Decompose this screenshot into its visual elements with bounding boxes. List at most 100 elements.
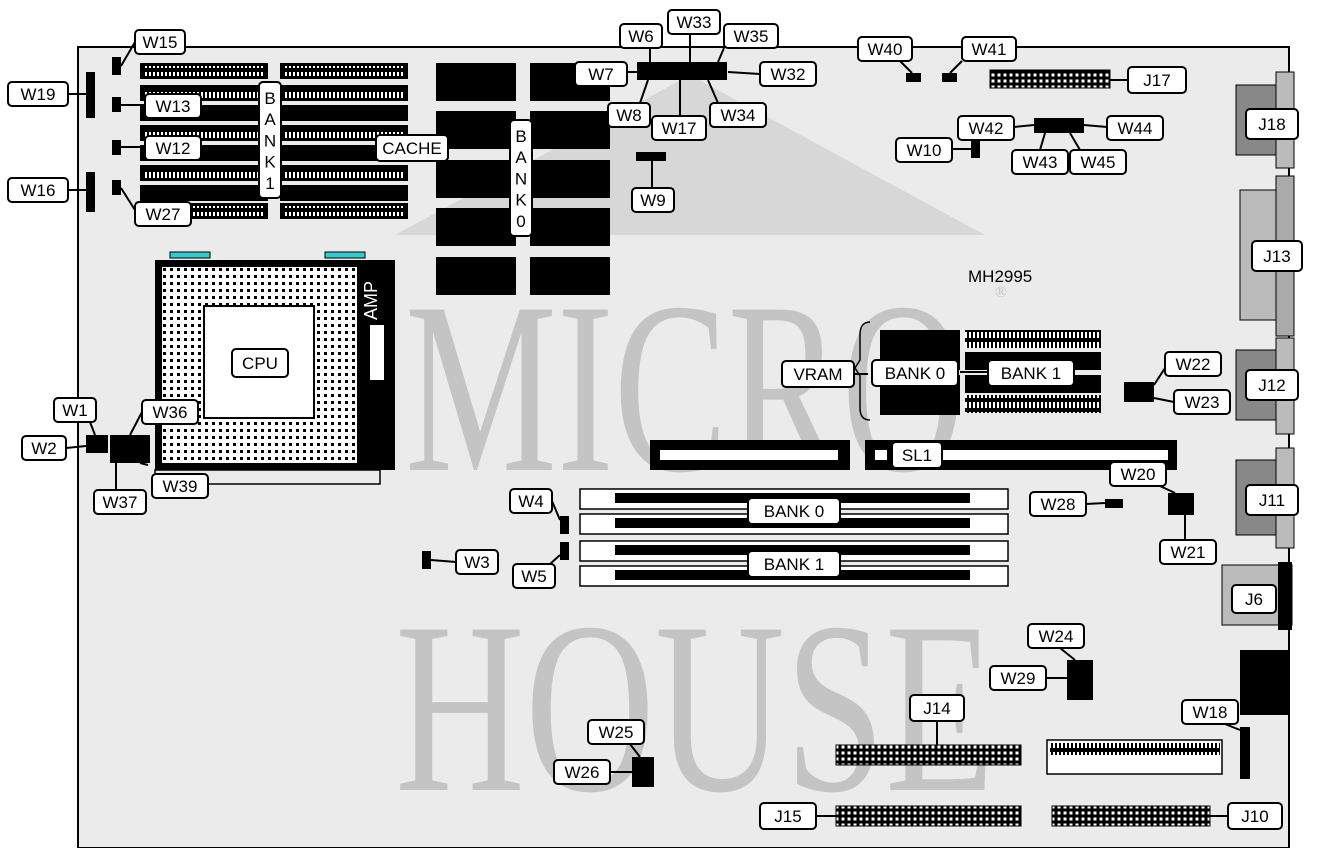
label-w39-text: W39 xyxy=(163,477,198,496)
label-cache-bank1-letter: B xyxy=(264,89,275,108)
label-w23-text: W23 xyxy=(1185,393,1220,412)
label-w23: W23 xyxy=(1173,389,1231,415)
label-w27: W27 xyxy=(134,201,192,227)
label-w12: W12 xyxy=(144,135,202,161)
label-w10: W10 xyxy=(895,137,953,163)
label-cache-text: CACHE xyxy=(382,139,442,158)
label-w4-text: W4 xyxy=(518,492,544,511)
label-j15-text: J15 xyxy=(774,807,801,826)
label-w20-text: W20 xyxy=(1121,465,1156,484)
label-w28-text: W28 xyxy=(1041,495,1076,514)
label-j14: J14 xyxy=(909,694,965,722)
label-cache-bank0-letter: K xyxy=(515,191,527,210)
label-sl1-text: SL1 xyxy=(902,446,932,465)
label-w23-leader xyxy=(1153,397,1175,403)
label-w43-leader xyxy=(1039,132,1046,151)
label-w43: W43 xyxy=(1011,149,1069,175)
label-w8: W8 xyxy=(607,102,651,128)
label-w41-leader xyxy=(949,60,963,74)
label-w45-text: W45 xyxy=(1081,153,1116,172)
label-cache-bank0-letter: B xyxy=(515,127,526,146)
label-w1-text: W1 xyxy=(62,401,88,420)
label-w22-leader xyxy=(1153,367,1166,386)
label-simm-bank0: BANK 0 xyxy=(747,497,841,525)
label-w2: W2 xyxy=(21,435,67,461)
label-w26-text: W26 xyxy=(565,763,600,782)
label-cache-bank1-letter: N xyxy=(264,131,276,150)
label-w41-text: W41 xyxy=(972,40,1007,59)
label-w26: W26 xyxy=(553,759,611,785)
label-w7: W7 xyxy=(574,61,628,87)
label-w25: W25 xyxy=(587,719,645,745)
label-w41: W41 xyxy=(961,36,1017,62)
label-w13: W13 xyxy=(144,93,202,119)
label-j15: J15 xyxy=(759,802,817,830)
label-j6-text: J6 xyxy=(1245,590,1263,609)
label-w15: W15 xyxy=(134,29,186,55)
label-w27-text: W27 xyxy=(146,205,181,224)
label-w36: W36 xyxy=(141,399,199,425)
label-w24: W24 xyxy=(1027,623,1085,649)
label-w4: W4 xyxy=(509,488,553,514)
label-simm-bank1-text: BANK 1 xyxy=(764,555,824,574)
label-w19-text: W19 xyxy=(21,85,56,104)
label-w42-leader xyxy=(1013,124,1035,128)
label-w1-leader xyxy=(89,421,96,436)
label-j11: J11 xyxy=(1245,484,1299,516)
label-w39: W39 xyxy=(151,473,209,499)
label-w2-leader xyxy=(65,445,87,449)
label-w3-leader xyxy=(430,559,457,563)
label-w35: W35 xyxy=(723,23,779,49)
board-model: MH2995 xyxy=(968,267,1032,286)
label-w34: W34 xyxy=(709,102,767,128)
label-w18: W18 xyxy=(1181,699,1239,725)
label-w44-leader xyxy=(1083,124,1108,128)
label-w22-text: W22 xyxy=(1176,355,1211,374)
label-j10: J10 xyxy=(1227,802,1283,830)
label-j6: J6 xyxy=(1231,584,1277,614)
label-w33: W33 xyxy=(667,9,721,35)
label-w21-text: W21 xyxy=(1171,543,1206,562)
label-w45-leader xyxy=(1069,132,1081,151)
label-w8-text: W8 xyxy=(616,106,642,125)
label-w13-text: W13 xyxy=(156,97,191,116)
label-w45: W45 xyxy=(1069,149,1127,175)
label-w6: W6 xyxy=(619,23,663,49)
label-w33-text: W33 xyxy=(677,13,712,32)
cache-sram-block xyxy=(140,63,408,219)
label-w2-text: W2 xyxy=(31,439,57,458)
watermark-micro: MICRO xyxy=(405,252,965,523)
label-w34-leader xyxy=(707,79,719,104)
label-w3-text: W3 xyxy=(464,553,490,572)
label-cache-bank1-letter: K xyxy=(264,153,276,172)
label-w20: W20 xyxy=(1109,461,1167,487)
label-w28-leader xyxy=(1085,502,1106,505)
label-w9: W9 xyxy=(631,187,675,213)
label-w20-leader xyxy=(1159,485,1176,494)
label-w12-text: W12 xyxy=(156,139,191,158)
label-w6-text: W6 xyxy=(628,27,654,46)
label-w24-leader xyxy=(1059,647,1076,661)
label-w9-text: W9 xyxy=(640,191,666,210)
label-j12-text: J12 xyxy=(1258,376,1285,395)
label-w5: W5 xyxy=(512,563,556,589)
label-w40: W40 xyxy=(857,36,913,62)
label-j10-text: J10 xyxy=(1241,807,1268,826)
label-w18-text: W18 xyxy=(1193,703,1228,722)
label-simm-bank1: BANK 1 xyxy=(747,550,841,578)
label-w5-leader xyxy=(549,554,561,565)
label-w42-text: W42 xyxy=(969,119,1004,138)
label-vram-bank1: BANK 1 xyxy=(987,359,1075,387)
label-w4-leader xyxy=(551,500,561,521)
label-w1: W1 xyxy=(53,397,97,423)
label-cache-bank1-letter: 1 xyxy=(265,174,274,193)
label-cpu-text: CPU xyxy=(242,354,278,373)
label-w35-text: W35 xyxy=(734,27,769,46)
label-cache-bank0-letter: N xyxy=(515,169,527,188)
label-w43-text: W43 xyxy=(1023,153,1058,172)
label-w34-text: W34 xyxy=(721,106,756,125)
label-w17-text: W17 xyxy=(662,119,697,138)
label-w36-leader xyxy=(129,411,143,436)
